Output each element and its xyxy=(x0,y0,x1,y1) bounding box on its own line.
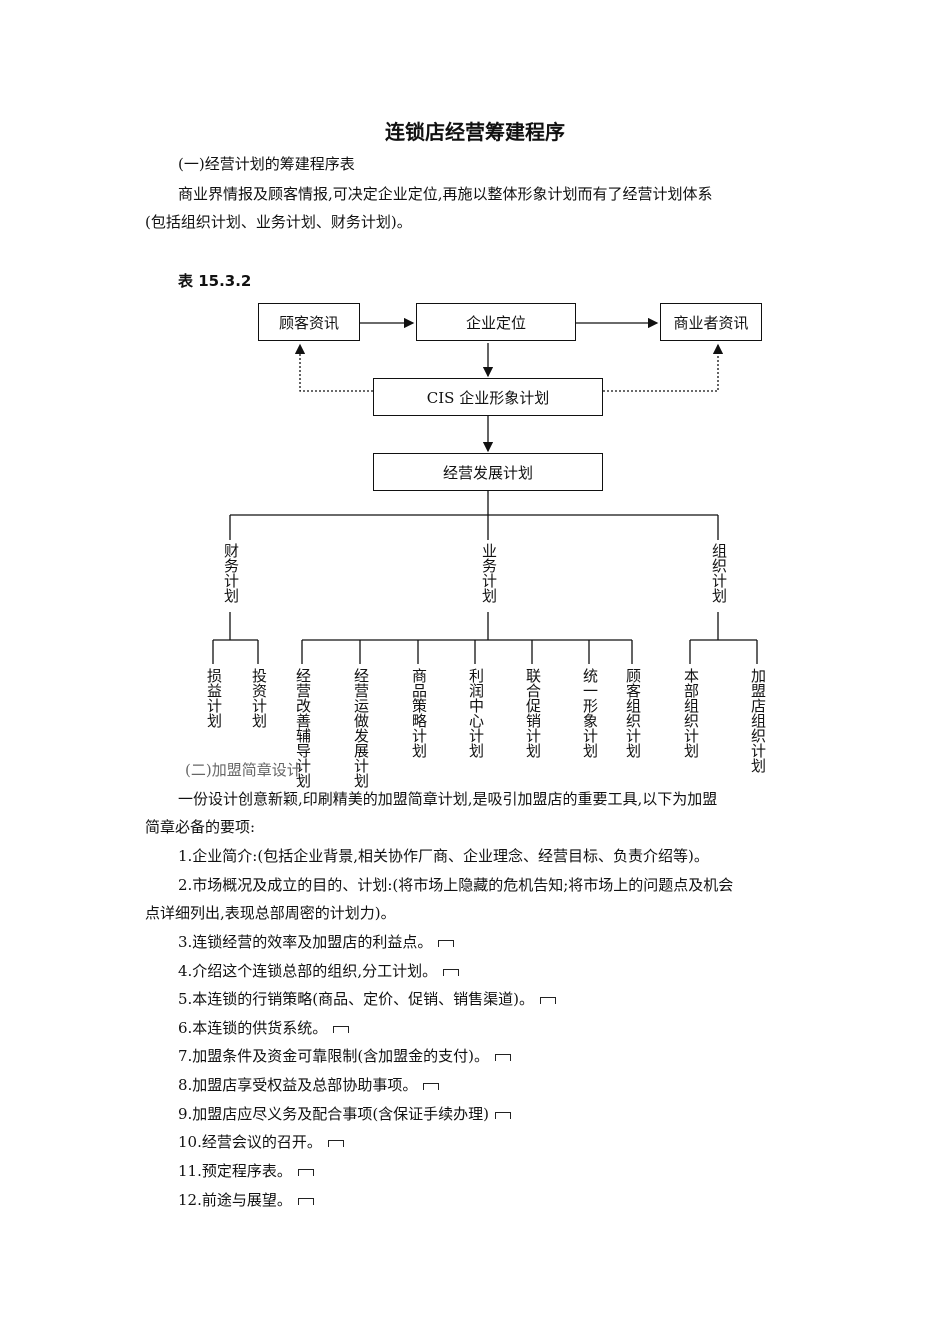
revision-mark-icon xyxy=(327,1139,344,1147)
revision-mark-icon xyxy=(495,1111,512,1119)
revision-mark-icon xyxy=(438,939,455,947)
revision-mark-icon xyxy=(495,1053,512,1061)
list-item: 10.经营会议的召开。 xyxy=(178,1132,344,1152)
list-item: 11.预定程序表。 xyxy=(178,1161,314,1181)
positioning-box: 企业定位 xyxy=(416,303,576,341)
revision-mark-icon xyxy=(540,996,557,1004)
finance-child: 投资计划 xyxy=(250,668,268,728)
list-item: 8.加盟店享受权益及总部协助事项。 xyxy=(178,1075,440,1095)
business-plan-label: 业务计划 xyxy=(480,543,498,603)
business-child: 商品策略计划 xyxy=(410,668,428,758)
document-title: 连锁店经营筹建程序 xyxy=(385,120,565,144)
flowchart-connectors xyxy=(212,317,758,664)
organization-plan-label: 组织计划 xyxy=(710,543,728,603)
revision-mark-icon xyxy=(333,1025,350,1033)
org-child: 本部组织计划 xyxy=(682,668,700,758)
list-item: 7.加盟条件及资金可靠限制(含加盟金的支付)。 xyxy=(178,1046,512,1066)
revision-mark-icon xyxy=(297,1197,314,1205)
finance-child: 损益计划 xyxy=(205,668,223,728)
intro-line-1: 商业界情报及顾客情报,可决定企业定位,再施以整体形象计划而有了经营计划体系 xyxy=(178,185,713,203)
revision-mark-icon xyxy=(423,1082,440,1090)
business-child: 顾客组织计划 xyxy=(624,668,642,758)
business-child: 统一形象计划 xyxy=(581,668,599,758)
list-item: 5.本连锁的行销策略(商品、定价、促销、销售渠道)。 xyxy=(178,989,557,1009)
cis-box: CIS 企业形象计划 xyxy=(373,378,603,416)
list-item: 3.连锁经营的效率及加盟店的利益点。 xyxy=(178,932,455,952)
business-child: 利润中心计划 xyxy=(467,668,485,758)
business-child: 经营运做发展计划 xyxy=(352,668,370,788)
merchant-info-box: 商业者资讯 xyxy=(660,303,762,341)
intro-line-2: (包括组织计划、业务计划、财务计划)。 xyxy=(145,213,412,231)
list-item: 4.介绍这个连锁总部的组织,分工计划。 xyxy=(178,961,460,981)
org-child: 加盟店组织计划 xyxy=(749,668,767,773)
business-child: 联合促销计划 xyxy=(524,668,542,758)
section2-line-2: 简章必备的要项: xyxy=(145,818,256,836)
dev-plan-box: 经营发展计划 xyxy=(373,453,603,491)
list-item: 9.加盟店应尽义务及配合事项(含保证手续办理) xyxy=(178,1104,512,1124)
revision-mark-icon xyxy=(297,1168,314,1176)
list-item: 2.市场概况及成立的目的、计划:(将市场上隐藏的危机告知;将市场上的问题点及机会 xyxy=(178,876,734,894)
list-item: 12.前途与展望。 xyxy=(178,1190,314,1210)
table-label: 表 15.3.2 xyxy=(178,272,252,290)
list-item: 6.本连锁的供货系统。 xyxy=(178,1018,350,1038)
section2-heading: (二)加盟简章设计 xyxy=(185,761,302,779)
section2-line-1: 一份设计创意新颖,印刷精美的加盟简章计划,是吸引加盟店的重要工具,以下为加盟 xyxy=(178,790,718,808)
list-item: 1.企业简介:(包括企业背景,相关协作厂商、企业理念、经营目标、负责介绍等)。 xyxy=(178,847,709,865)
section1-heading: (一)经营计划的筹建程序表 xyxy=(178,155,355,173)
business-child: 经营改善辅导计划 xyxy=(294,668,312,788)
customer-info-box: 顾客资讯 xyxy=(258,303,360,341)
revision-mark-icon xyxy=(443,968,460,976)
list-item-continuation: 点详细列出,表现总部周密的计划力)。 xyxy=(145,904,396,922)
finance-plan-label: 财务计划 xyxy=(222,543,240,603)
